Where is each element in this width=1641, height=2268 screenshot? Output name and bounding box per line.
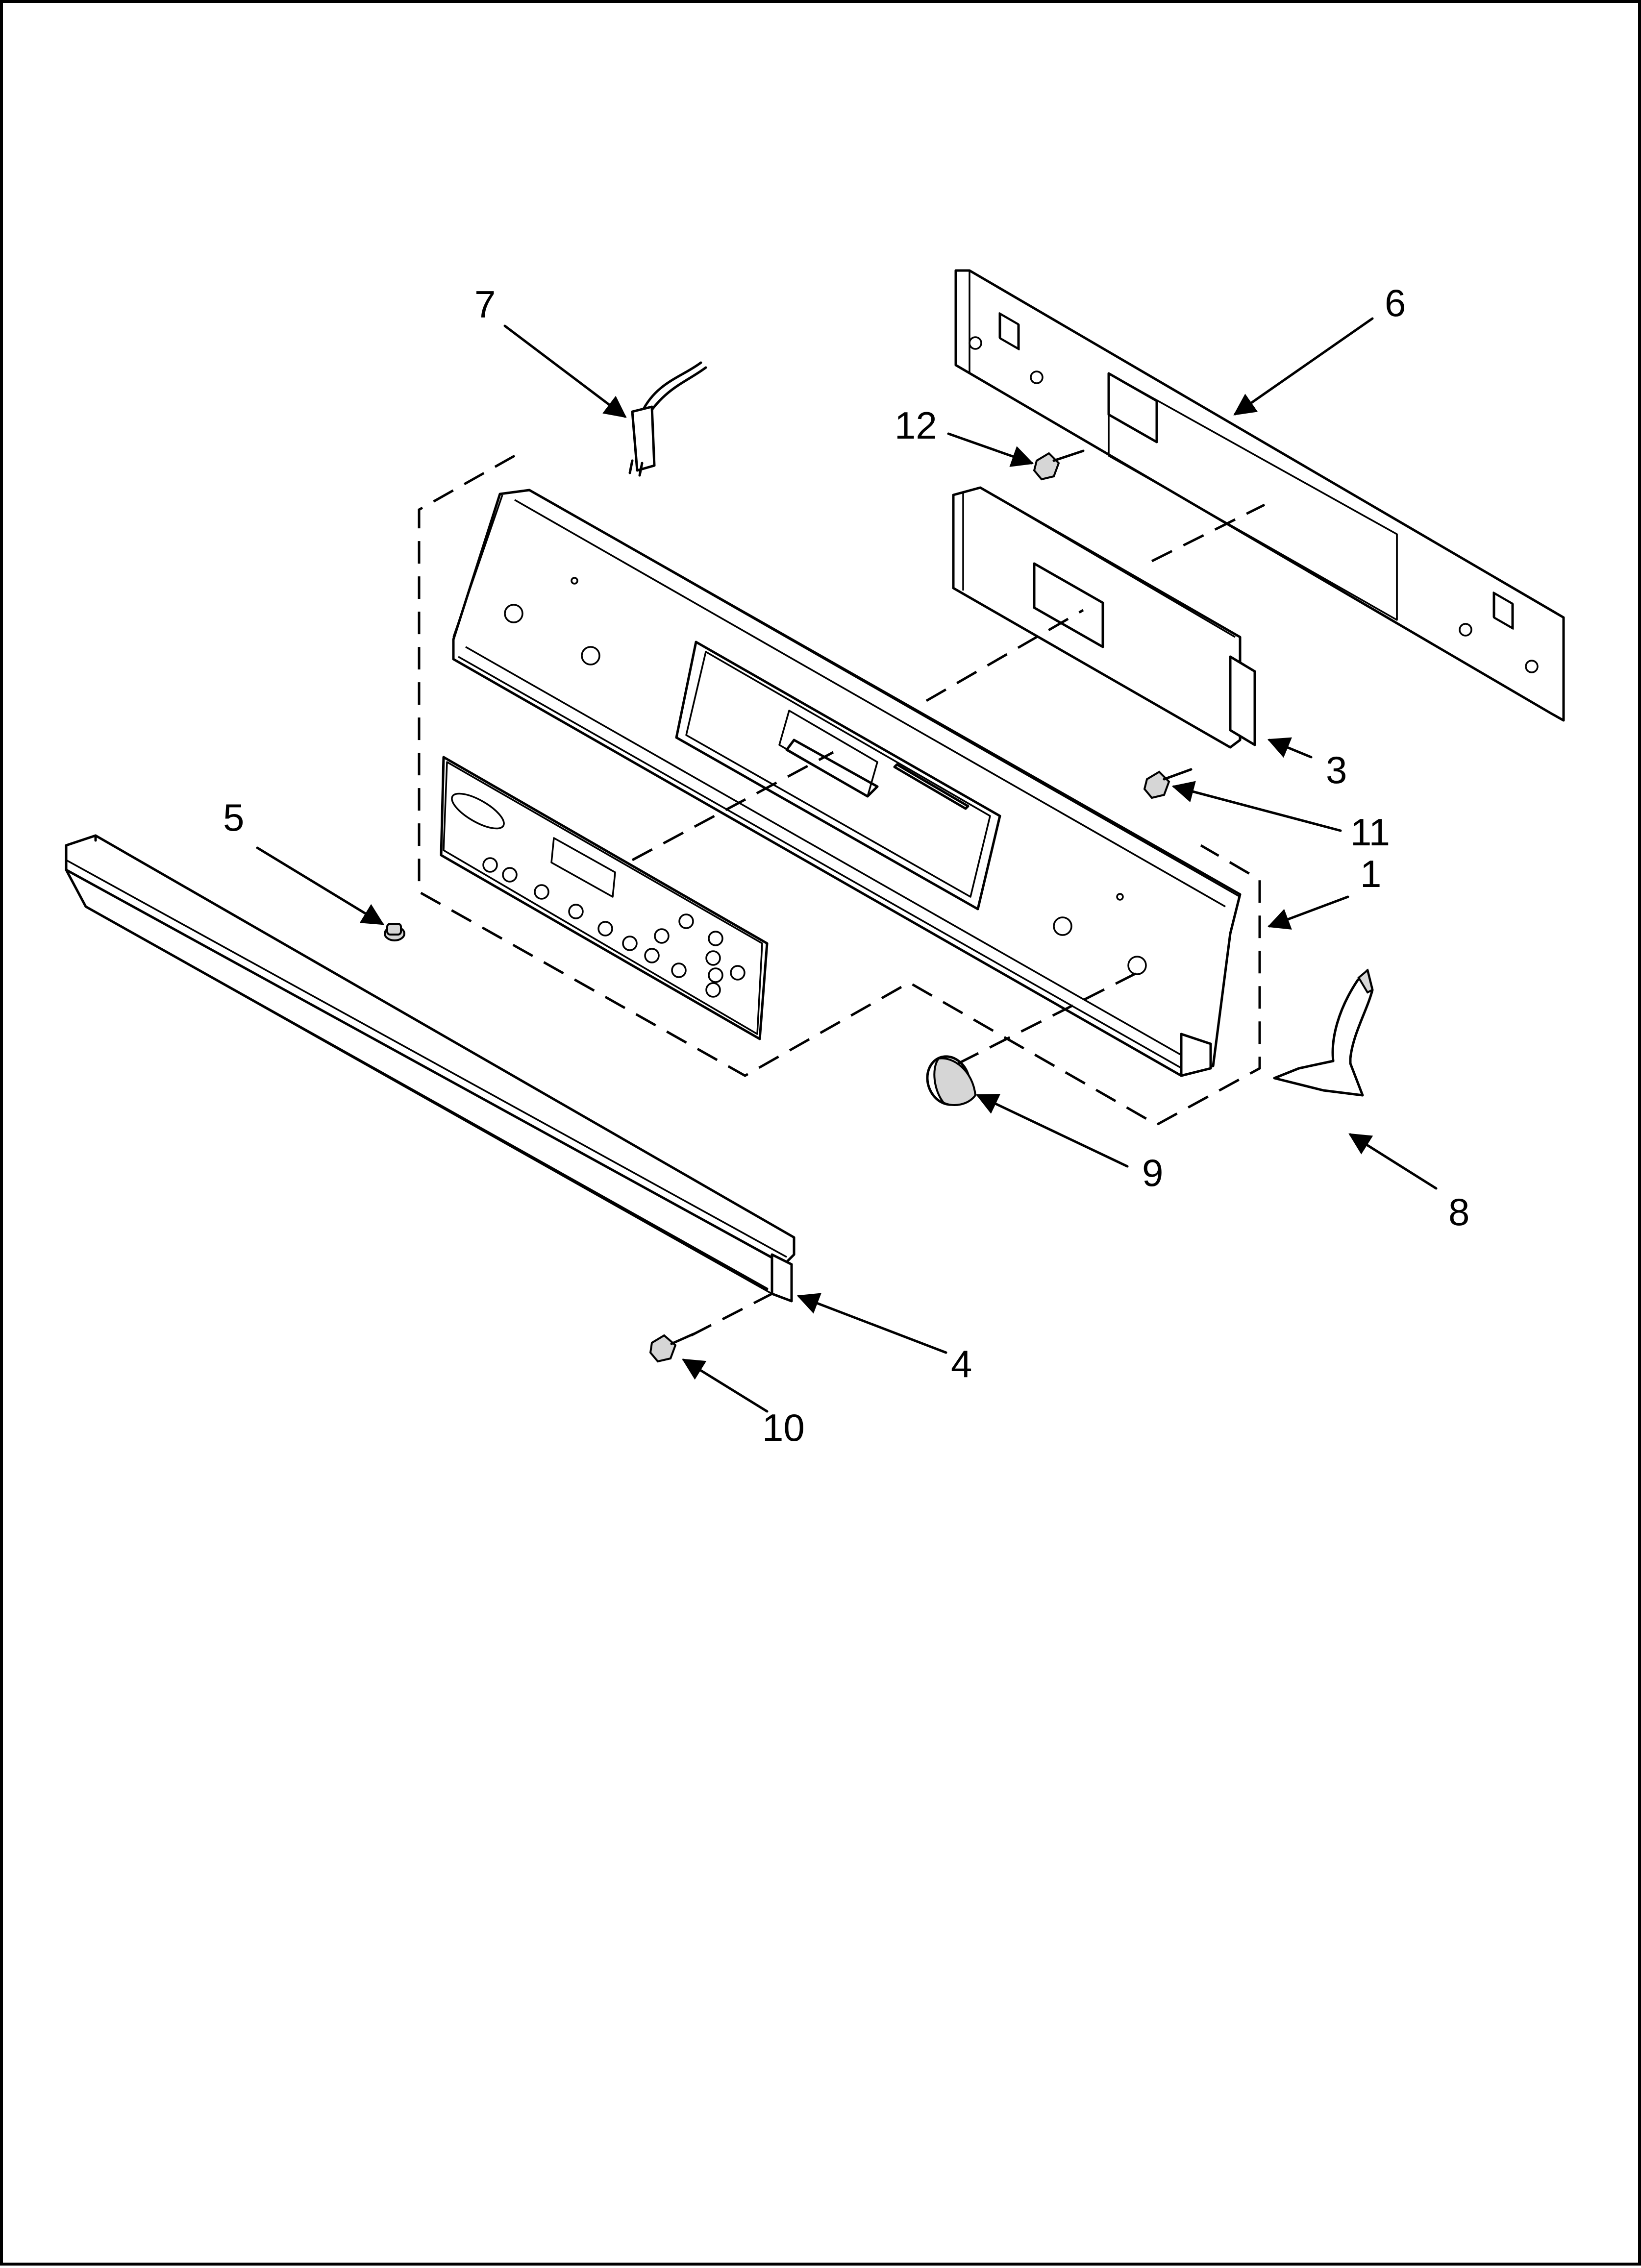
callout-8: 8 <box>1448 1190 1469 1233</box>
callout-arrows <box>256 317 1438 1413</box>
part-8-end-cap <box>1273 968 1374 1097</box>
callout-1: 1 <box>1360 852 1381 895</box>
callout-9: 9 <box>1142 1151 1163 1194</box>
touchpad-button-icon <box>568 904 584 919</box>
leader-dashed-lines <box>631 503 1266 1337</box>
screw-12-icon <box>1033 449 1085 481</box>
callout-11: 11 <box>1350 811 1390 854</box>
callout-labels: 7 6 12 3 11 1 5 9 8 4 10 <box>223 281 1469 1449</box>
touchpad-button-icon <box>705 982 721 998</box>
part-1-control-panel <box>452 489 1242 1077</box>
callout-7: 7 <box>474 283 496 326</box>
touchpad-button-icon <box>671 962 687 978</box>
part-4-trim-strip <box>65 834 796 1303</box>
touchpad-button-icon <box>622 936 638 951</box>
screw-11-icon <box>1143 768 1193 799</box>
callout-10: 10 <box>762 1406 805 1449</box>
touchpad-button-icon <box>705 950 721 966</box>
part-7-wire-connector <box>628 361 707 477</box>
callout-5: 5 <box>223 796 244 839</box>
touchpad-button-icon <box>597 921 613 937</box>
callout-12: 12 <box>895 404 937 447</box>
callout-3: 3 <box>1326 748 1347 791</box>
touchpad-button-icon <box>708 967 723 983</box>
touchpad-button-icon <box>654 928 670 944</box>
touchpad-button-icon <box>678 913 694 929</box>
callout-6: 6 <box>1385 281 1406 324</box>
touchpad-button-icon <box>482 857 498 873</box>
part-3-control-board <box>952 486 1256 749</box>
screw-10-icon <box>649 1332 695 1363</box>
part-9-knob <box>926 1055 977 1106</box>
part-6-rear-bracket <box>954 269 1565 722</box>
touchpad-overlay <box>440 756 769 1040</box>
touchpad-button-icon <box>708 931 723 946</box>
touchpad-button-icon <box>644 948 660 963</box>
touchpad-button-icon <box>730 965 746 981</box>
callout-4: 4 <box>951 1342 972 1385</box>
touchpad-button-icon <box>502 867 518 883</box>
touchpad-button-icon <box>534 884 549 900</box>
part-5-plug-button <box>384 923 405 941</box>
